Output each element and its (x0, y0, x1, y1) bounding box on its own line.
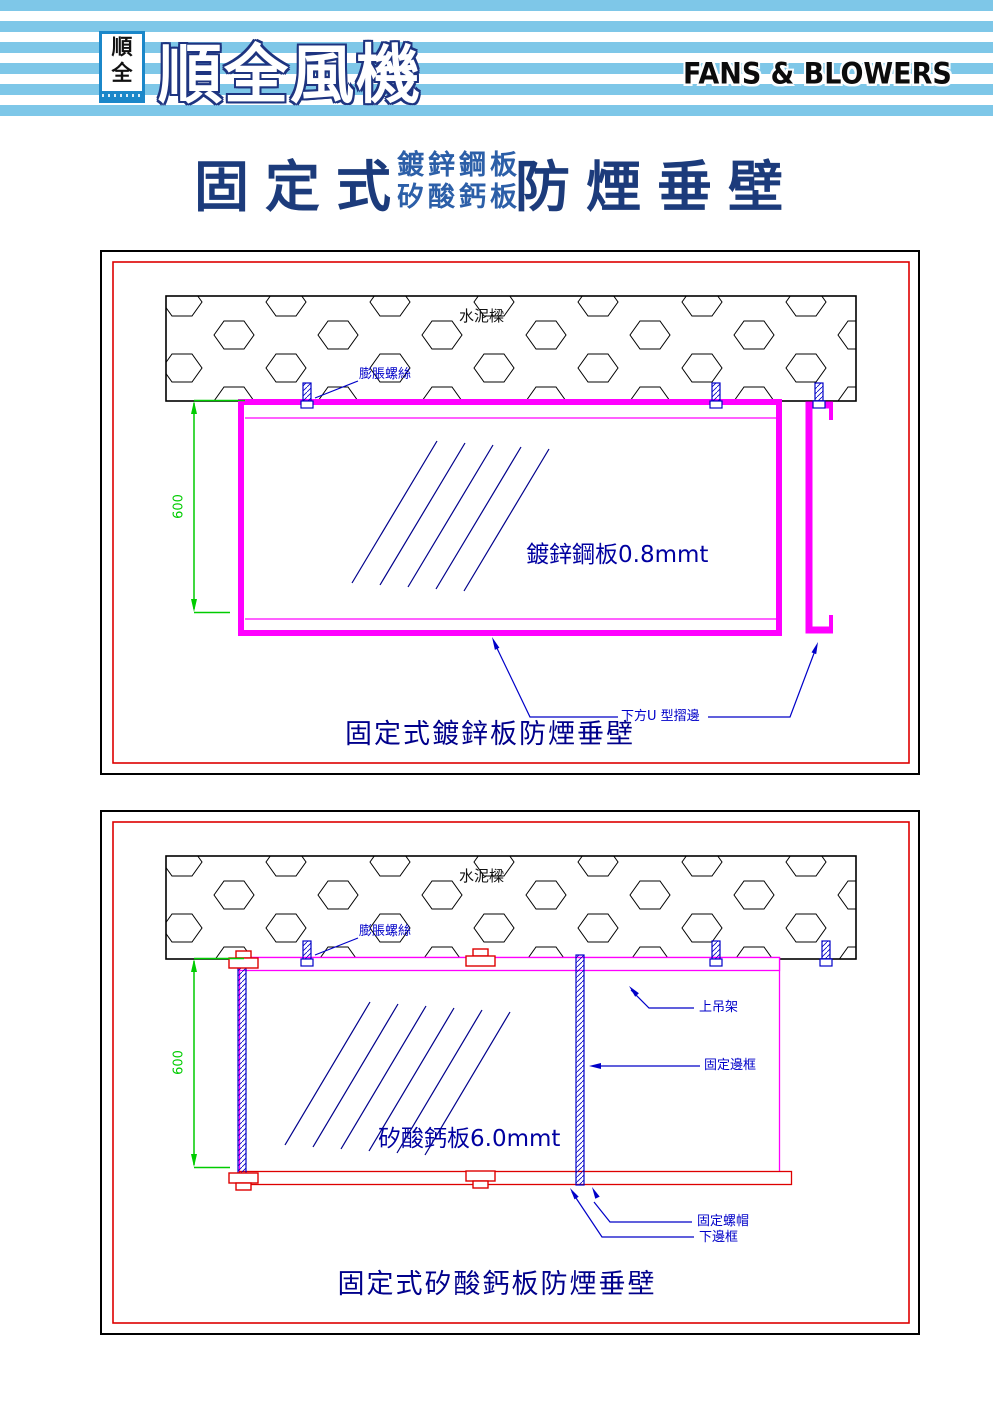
expansion-screws (300, 940, 833, 967)
fold-leaders (492, 637, 818, 718)
panel-material-label: 矽酸鈣板6.0mmt (378, 1126, 561, 1152)
header-banner: 順 全 順全風機 FANS & BLOWERS (0, 0, 993, 117)
side-frame-label: 固定邊框 (704, 1058, 757, 1073)
screw-icon (300, 940, 314, 967)
screw-icon (300, 382, 314, 409)
inner-red-frame (112, 821, 910, 1324)
u-channel (805, 401, 833, 634)
anchor-label: 膨脹螺絲 (359, 367, 412, 382)
beam-label: 水泥樑 (459, 867, 505, 885)
title-prefix: 固定式 (193, 154, 407, 219)
fold-label: 下方U 型摺邊 (621, 709, 700, 724)
diagram-calcium-silicate-panel: 水泥樑 膨脹螺絲 矽酸鈣板6.0mmt 600 上吊架 固定邊框 固定螺帽 下邊… (100, 810, 920, 1335)
anchor-leader (314, 380, 359, 399)
galvanized-panel (238, 399, 782, 636)
dimension-600 (191, 399, 245, 614)
rod-icon (237, 956, 247, 1188)
hanger-label: 上吊架 (699, 1000, 739, 1015)
concrete-beam (165, 855, 857, 960)
concrete-beam (165, 295, 857, 402)
title-material-top: 鍍鋅鋼板 (397, 149, 521, 181)
screw-icon (709, 940, 723, 967)
diagram2-drawing (112, 821, 910, 1324)
clamp-brackets (228, 948, 496, 1191)
anchor-label: 膨脹螺絲 (359, 924, 412, 939)
beam-label: 水泥樑 (459, 307, 505, 325)
anchor-leader (314, 937, 359, 956)
diagram1-drawing (112, 261, 910, 764)
title-material-stack: 鍍鋅鋼板 矽酸鈣板 (397, 150, 521, 215)
screw-icon (709, 382, 723, 409)
screw-icon (819, 940, 833, 967)
dimension-label: 600 (171, 494, 187, 519)
company-logo: 順 全 (99, 31, 145, 103)
rod-icon (575, 954, 585, 1186)
brand-title: 順全風機 (158, 38, 422, 113)
bottom-frame-band (238, 1170, 793, 1186)
dimension-600 (191, 957, 244, 1169)
bottom-frame-label: 下邊框 (699, 1230, 739, 1245)
diagram2-caption: 固定式矽酸鈣板防煙垂壁 (337, 1269, 657, 1300)
brand-tagline: FANS & BLOWERS (683, 57, 952, 92)
title-suffix: 防煙垂壁 (515, 154, 800, 219)
screw-icon (812, 382, 826, 409)
expansion-screws (300, 382, 826, 409)
callout-leaders (570, 986, 700, 1238)
page-title: 固定式 鍍鋅鋼板 矽酸鈣板 防煙垂壁 (0, 142, 993, 222)
inner-red-frame (112, 261, 910, 764)
panel-hatch-lines (351, 440, 550, 592)
panel-hatch-lines (284, 1001, 511, 1156)
panel-material-label: 鍍鋅鋼板0.8mmt (526, 542, 709, 568)
logo-char-2: 全 (111, 60, 133, 85)
dimension-label: 600 (171, 1050, 187, 1075)
title-material-bottom: 矽酸鈣板 (397, 182, 521, 213)
logo-char-1: 順 (111, 34, 133, 59)
diagram-galvanized-panel: 水泥樑 膨脹螺絲 鍍鋅鋼板0.8mmt 600 下方U 型摺邊 固定式鍍鋅板防煙… (100, 250, 920, 775)
diagram1-caption: 固定式鍍鋅板防煙垂壁 (345, 719, 635, 750)
nut-label: 固定螺帽 (697, 1214, 750, 1229)
logo-strip (102, 91, 142, 100)
